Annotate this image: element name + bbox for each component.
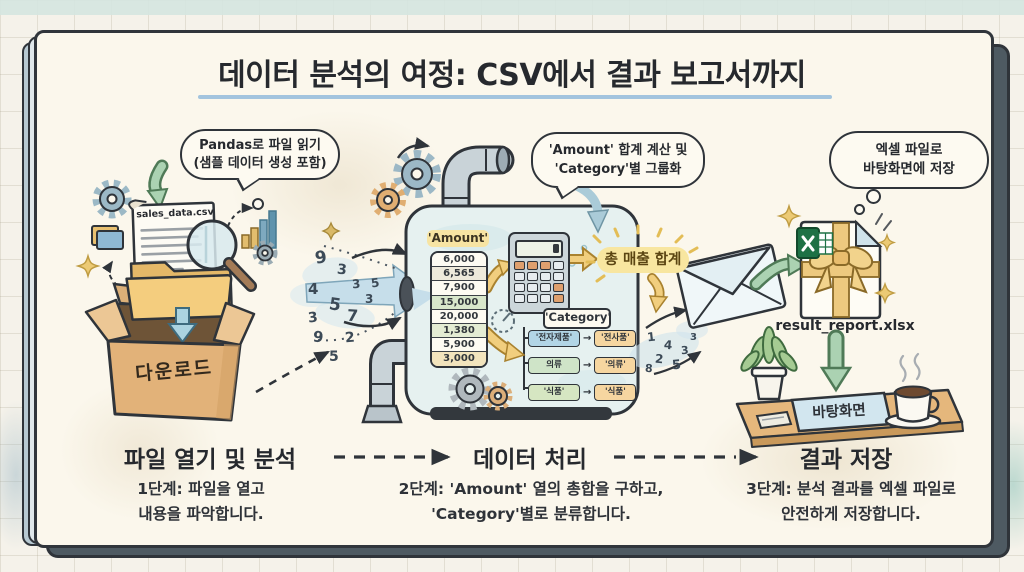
category-group-value: '의류' <box>594 357 637 374</box>
calculator-buttons <box>514 261 564 303</box>
amount-cell: 7,900 <box>432 280 486 295</box>
calc-button <box>514 272 525 281</box>
category-group-value: '전사품' <box>594 330 637 347</box>
step1-description: 1단계: 파일을 열고 내용을 파악합니다. <box>76 477 326 527</box>
amount-cell: 20,000 <box>432 308 486 323</box>
step3-title: 결과 저장 <box>799 447 893 473</box>
calc-button <box>553 261 564 270</box>
bubble-dot <box>252 198 264 210</box>
category-row: '전자제품' '전사품' <box>528 330 637 347</box>
calc-button <box>527 261 538 270</box>
desktop-label: 바탕화면 <box>812 402 867 422</box>
step-desc-line: 내용을 파악합니다. <box>138 505 264 523</box>
category-value: '전자제품' <box>528 330 580 347</box>
speech-bubble-processing: 'Amount' 합계 계산 및 'Category'별 그룹화 <box>531 132 705 188</box>
calc-button <box>527 272 538 281</box>
result-filename: result_report.xlsx <box>775 318 915 334</box>
calc-button <box>540 294 551 303</box>
calc-button <box>527 283 538 292</box>
category-group: '전자제품' '전사품' 의류 '의류' '식품' '식품' <box>528 330 637 401</box>
bubble-line: 'Amount' 합계 계산 및 <box>548 143 688 158</box>
calc-button <box>540 272 551 281</box>
washi-tape-strip <box>0 0 1024 15</box>
calculator-icon <box>508 232 570 314</box>
speech-bubble-pandas: Pandas로 파일 읽기 (샘플 데이터 생성 포함) <box>180 129 340 180</box>
amount-cell: 3,000 <box>432 351 486 366</box>
calc-button <box>527 294 538 303</box>
category-group-value: '식품' <box>594 384 637 401</box>
step-desc-line: 3단계: 분석 결과를 엑셀 파일로 <box>746 480 956 498</box>
calc-button <box>514 283 525 292</box>
arrow-right-icon <box>583 358 591 373</box>
calc-button <box>553 272 564 281</box>
calc-button <box>514 294 525 303</box>
category-row: '식품' '식품' <box>528 384 637 401</box>
arrow-right-icon <box>583 331 591 346</box>
step-desc-line: 'Category'별로 분류합니다. <box>431 505 631 523</box>
step-desc-line: 1단계: 파일을 열고 <box>137 480 265 498</box>
amount-cell: 1,380 <box>432 322 486 338</box>
bubble-line: 바탕화면에 저장 <box>863 161 955 177</box>
step2-description: 2단계: 'Amount' 열의 총합을 구하고, 'Category'별로 분… <box>386 477 676 527</box>
thought-bubble-save: 엑셀 파일로 바탕화면에 저장 <box>829 131 989 189</box>
amount-cell: 6,000 <box>432 253 486 267</box>
amount-cell: 6,565 <box>432 266 486 281</box>
thought-dot <box>866 189 881 204</box>
calc-button <box>540 261 551 270</box>
bubble-line: 'Category'별 그룹화 <box>554 162 682 177</box>
calc-button <box>553 283 564 292</box>
step1-title: 파일 열기 및 분석 <box>123 447 297 473</box>
amount-cell: 15,000 <box>432 294 486 309</box>
category-value: 의류 <box>528 357 580 374</box>
category-row: 의류 '의류' <box>528 357 637 374</box>
category-column-header: 'Category' <box>543 308 611 329</box>
step-desc-line: 2단계: 'Amount' 열의 총합을 구하고, <box>398 480 664 498</box>
amount-column-header: 'Amount' <box>427 230 489 247</box>
calc-button <box>514 261 525 270</box>
page-title: 데이터 분석의 여정: CSV에서 결과 보고서까지 <box>218 58 806 93</box>
amount-cell: 5,900 <box>432 337 486 352</box>
bubble-line: (샘플 데이터 생성 포함) <box>193 155 327 171</box>
category-value: '식품' <box>528 384 580 401</box>
step-desc-line: 안전하게 저장합니다. <box>781 505 921 523</box>
title-underline <box>198 95 832 99</box>
bubble-line: 엑셀 파일로 <box>875 142 943 158</box>
calc-button <box>553 294 564 303</box>
step3-description: 3단계: 분석 결과를 엑셀 파일로 안전하게 저장합니다. <box>726 477 976 527</box>
calc-button <box>540 283 551 292</box>
arrow-right-icon <box>583 385 591 400</box>
calculator-screen <box>515 240 563 258</box>
step2-title: 데이터 처리 <box>473 447 587 473</box>
total-sales-badge: 총 매출 합계 <box>597 247 689 273</box>
thought-dot <box>854 204 865 215</box>
bubble-line: Pandas로 파일 읽기 <box>199 137 321 153</box>
